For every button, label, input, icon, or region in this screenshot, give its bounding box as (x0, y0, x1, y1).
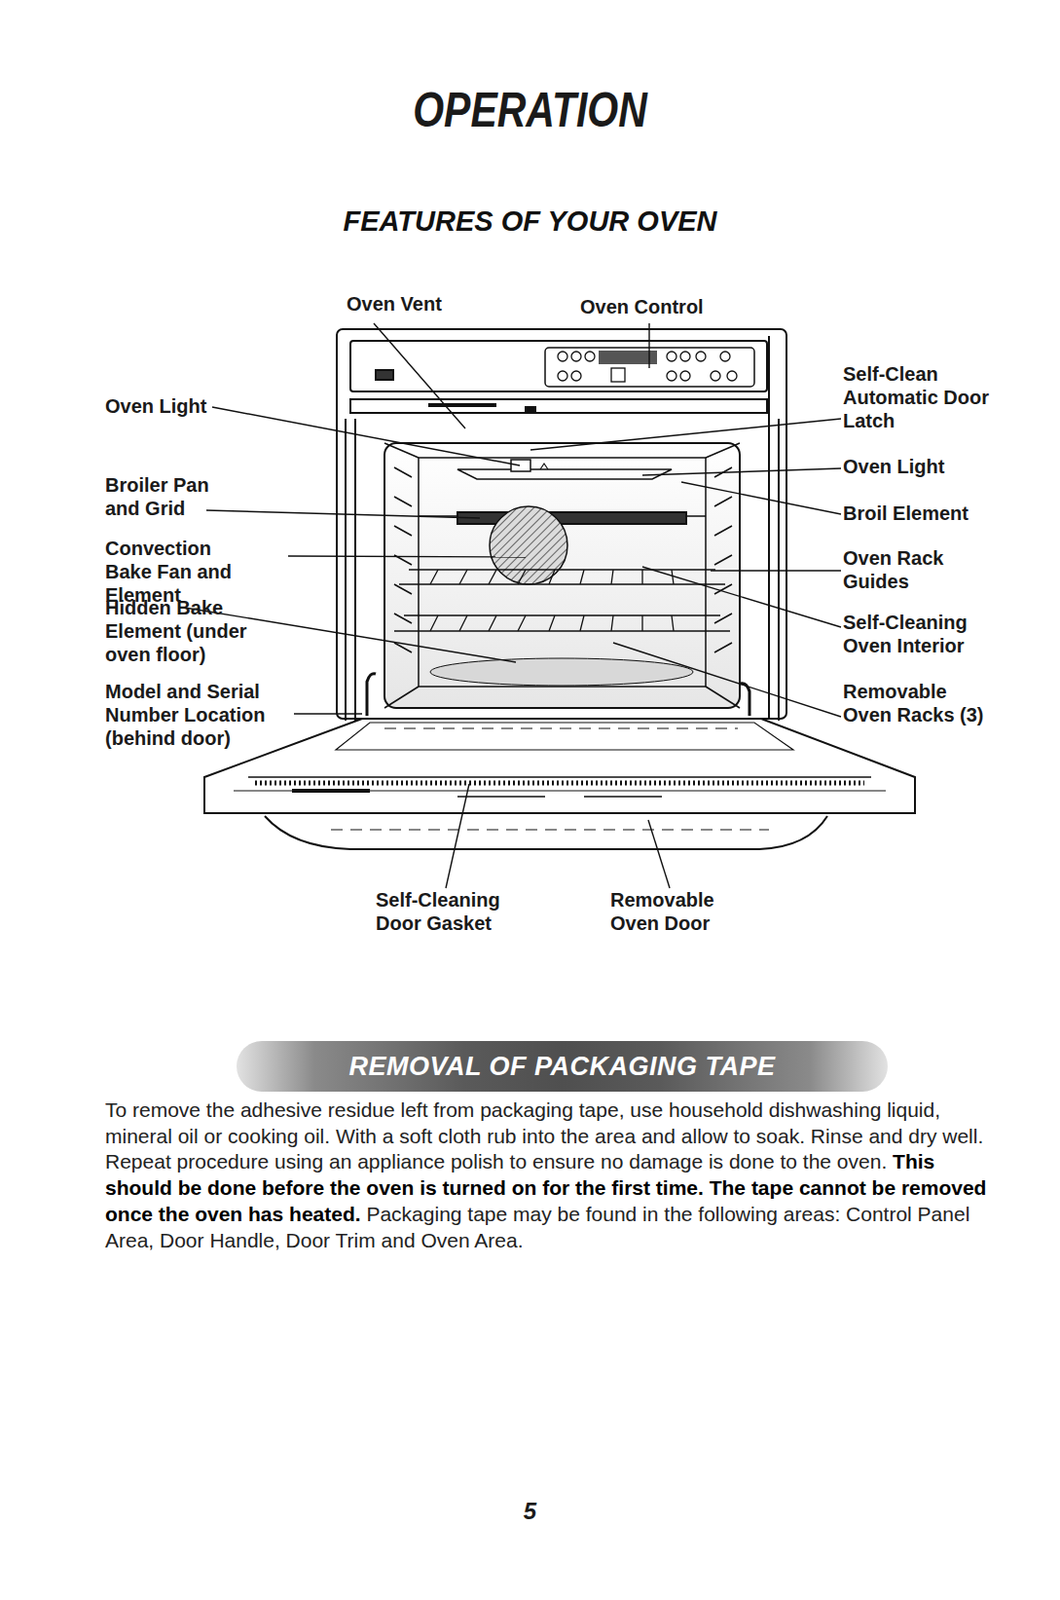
part-label: Removable Oven Door (610, 887, 737, 935)
part-label: Oven Vent (346, 292, 483, 316)
part-label: Self-Clean Automatic Door Latch (842, 362, 1004, 433)
body-paragraph: To remove the adhesive residue left from… (105, 1096, 999, 1253)
banner-text: REMOVAL OF PACKAGING TAPE (348, 1051, 775, 1082)
leader-lines (184, 323, 841, 888)
page-heading: OPERATION (95, 81, 965, 139)
part-label: Oven Rack Guides (842, 546, 965, 593)
body-text: To remove the adhesive residue left from… (105, 1097, 984, 1172)
part-label: Removable Oven Racks (3) (842, 679, 989, 727)
part-label: Oven Light (105, 394, 222, 418)
part-label: Broiler Pan and Grid (105, 473, 227, 520)
part-label: Hidden Bake Element (under oven floor) (105, 595, 256, 666)
section-banner: REMOVAL OF PACKAGING TAPE (236, 1040, 888, 1092)
part-label: Convection Bake Fan and Element (105, 536, 254, 607)
oven-cabinet (204, 328, 915, 849)
diagram-title: FEATURES OF YOUR OVEN (0, 204, 1060, 238)
part-label: Self-Cleaning Door Gasket (375, 887, 512, 935)
part-label: Model and Serial Number Location (behind… (105, 679, 276, 750)
part-label: Oven Light (842, 454, 999, 478)
part-label: Oven Control (580, 294, 736, 319)
part-label: Broil Element (842, 501, 999, 525)
part-label: Self-Cleaning Oven Interior (842, 610, 985, 658)
page-number: 5 (0, 1498, 1060, 1523)
